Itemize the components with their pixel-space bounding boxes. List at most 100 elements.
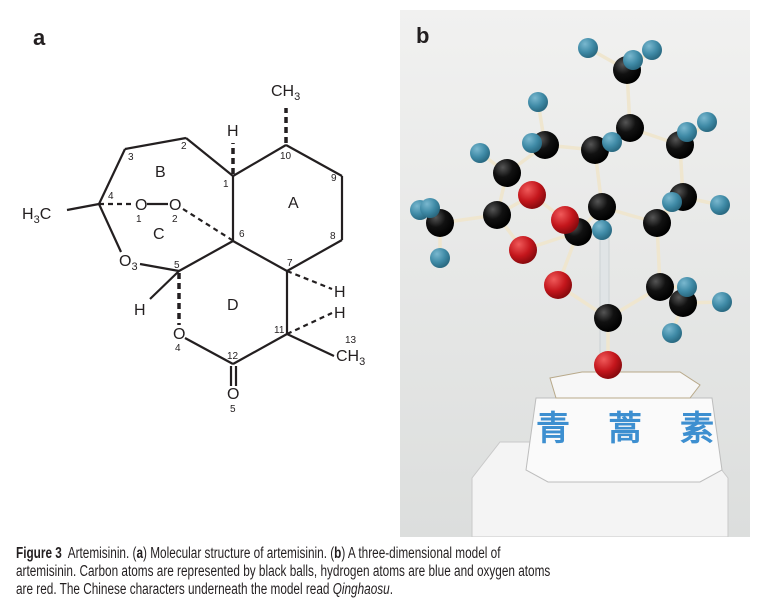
ring-label-b: B bbox=[155, 164, 166, 181]
pedestal-body bbox=[525, 397, 723, 483]
locant: 7 bbox=[287, 258, 293, 269]
bond-c7-c6 bbox=[232, 240, 288, 272]
carbon-atom-ball bbox=[581, 136, 609, 164]
atom-h3c: H3C bbox=[22, 206, 51, 226]
caption-text: ) Molecular structure of artemisinin. ( bbox=[143, 545, 335, 562]
locant: 5 bbox=[174, 260, 180, 271]
hydrogen-atom-ball bbox=[528, 92, 548, 112]
carbon-atom-ball bbox=[493, 159, 521, 187]
carbon-atom-ball bbox=[483, 201, 511, 229]
atom-o4: O bbox=[173, 326, 185, 343]
oxygen-atom-ball bbox=[544, 271, 572, 299]
hydrogen-atom-ball bbox=[623, 50, 643, 70]
atom-h-c5: H bbox=[134, 302, 146, 319]
atom-labels: CH3 H H3C O O O3 H O O H H CH3 bbox=[22, 83, 365, 403]
locant: 13 bbox=[345, 335, 357, 346]
molecular-model-photo: 青蒿素 bbox=[400, 10, 750, 537]
locant: 12 bbox=[227, 351, 239, 362]
bond-c4-ch3 bbox=[66, 202, 100, 212]
hydrogen-atom-ball bbox=[430, 248, 450, 268]
bond-c6-c5 bbox=[178, 240, 234, 272]
caption-figure-label: Figure 3 bbox=[16, 545, 62, 562]
bond-c2-c1 bbox=[185, 137, 234, 177]
hydrogen-atom-ball bbox=[662, 323, 682, 343]
atom-h-c1: H bbox=[227, 123, 239, 140]
locant: 9 bbox=[331, 173, 337, 184]
panel-label-b: b bbox=[416, 23, 430, 48]
locant: 3 bbox=[128, 152, 134, 163]
caption-text: Artemisinin. ( bbox=[61, 545, 137, 562]
atom-ch3-c13: CH3 bbox=[336, 348, 365, 368]
bond-c11-h-dashed bbox=[286, 312, 333, 335]
locant: 1 bbox=[136, 214, 142, 225]
caption-italic-term: Qinghaosu bbox=[332, 581, 390, 598]
ring-label-c: C bbox=[153, 226, 165, 243]
pedestal: 青蒿素 bbox=[471, 371, 729, 537]
hydrogen-atom-ball bbox=[420, 198, 440, 218]
locant: 2 bbox=[181, 141, 187, 152]
bond-c3-c2 bbox=[124, 136, 187, 151]
bond-c4-o3 bbox=[98, 203, 122, 253]
atom-ch3-top: CH3 bbox=[271, 83, 300, 103]
locant: 1 bbox=[223, 179, 229, 190]
bond-c1-c10 bbox=[232, 144, 287, 177]
locant: 4 bbox=[175, 343, 181, 354]
hydrogen-atom-ball bbox=[662, 192, 682, 212]
ring-label-a: A bbox=[288, 195, 299, 212]
hydrogen-atom-ball bbox=[578, 38, 598, 58]
locant: 2 bbox=[172, 214, 178, 225]
locant: 8 bbox=[330, 231, 336, 242]
caption-line-3: are red. The Chinese characters undernea… bbox=[16, 581, 550, 599]
pedestal-top bbox=[549, 371, 701, 399]
bond-c5-o3 bbox=[139, 262, 180, 273]
carbon-atom-ball bbox=[588, 193, 616, 221]
atom-o2: O bbox=[169, 197, 181, 214]
oxygen-atom-ball bbox=[518, 181, 546, 209]
atom-o1: O bbox=[135, 197, 147, 214]
hydrogen-atom-ball bbox=[677, 277, 697, 297]
carbon-atom-ball bbox=[643, 209, 671, 237]
locant: 5 bbox=[230, 404, 236, 415]
pedestal-characters: 青蒿素 bbox=[536, 409, 714, 449]
carbon-atom-ball bbox=[646, 273, 674, 301]
hydrogen-atom-ball bbox=[602, 132, 622, 152]
figure-caption: Figure 3 Artemisinin. (a) Molecular stru… bbox=[16, 545, 550, 599]
oxygen-atom-ball bbox=[551, 206, 579, 234]
bond-c11-c13 bbox=[286, 333, 335, 357]
caption-text: are red. The Chinese characters undernea… bbox=[16, 581, 333, 598]
oxygen-atom-ball bbox=[509, 236, 537, 264]
bond-c12-o4 bbox=[184, 337, 234, 365]
atom-h-c7: H bbox=[334, 284, 346, 301]
locant: 4 bbox=[108, 191, 114, 202]
carbon-atom-ball bbox=[594, 304, 622, 332]
locant: 6 bbox=[239, 229, 245, 240]
ring-label-d: D bbox=[227, 297, 239, 314]
caption-line-1: Figure 3 Artemisinin. (a) Molecular stru… bbox=[16, 545, 550, 563]
caption-panel-a: a bbox=[136, 545, 144, 562]
oxygen-atom-ball bbox=[594, 351, 622, 379]
bond-c4-c3 bbox=[98, 148, 126, 205]
hydrogen-atom-ball bbox=[710, 195, 730, 215]
bond-c8-c7 bbox=[286, 239, 343, 272]
hydrogen-atom-ball bbox=[642, 40, 662, 60]
bond-c7-h-dashed bbox=[286, 269, 333, 291]
artemisinin-structure-diagram: CH3 H H3C O O O3 H O O H H CH3 1 2 3 4 1… bbox=[22, 83, 365, 415]
hydrogen-atom-ball bbox=[712, 292, 732, 312]
hydrogen-atom-ball bbox=[592, 220, 612, 240]
locant: 11 bbox=[274, 325, 285, 336]
hydrogen-atom-ball bbox=[522, 133, 542, 153]
hydrogen-atom-ball bbox=[677, 122, 697, 142]
caption-panel-b: b bbox=[334, 545, 342, 562]
atom-o3: O3 bbox=[119, 253, 138, 273]
bond-c11-c12 bbox=[232, 333, 288, 365]
locant-numbers: 1 2 3 4 1 2 6 5 7 8 9 10 11 12 13 4 5 bbox=[108, 141, 357, 415]
bonds bbox=[66, 108, 344, 386]
locant: 10 bbox=[280, 151, 292, 162]
atom-o5: O bbox=[227, 386, 239, 403]
model-atoms bbox=[410, 38, 732, 379]
caption-text: ) A three-dimensional model of bbox=[341, 545, 501, 562]
caption-line-2: artemisinin. Carbon atoms are represente… bbox=[16, 563, 551, 580]
caption-text: . bbox=[389, 581, 393, 598]
atom-h-c11: H bbox=[334, 305, 346, 322]
bond-o2-c6-dashed bbox=[182, 208, 233, 241]
